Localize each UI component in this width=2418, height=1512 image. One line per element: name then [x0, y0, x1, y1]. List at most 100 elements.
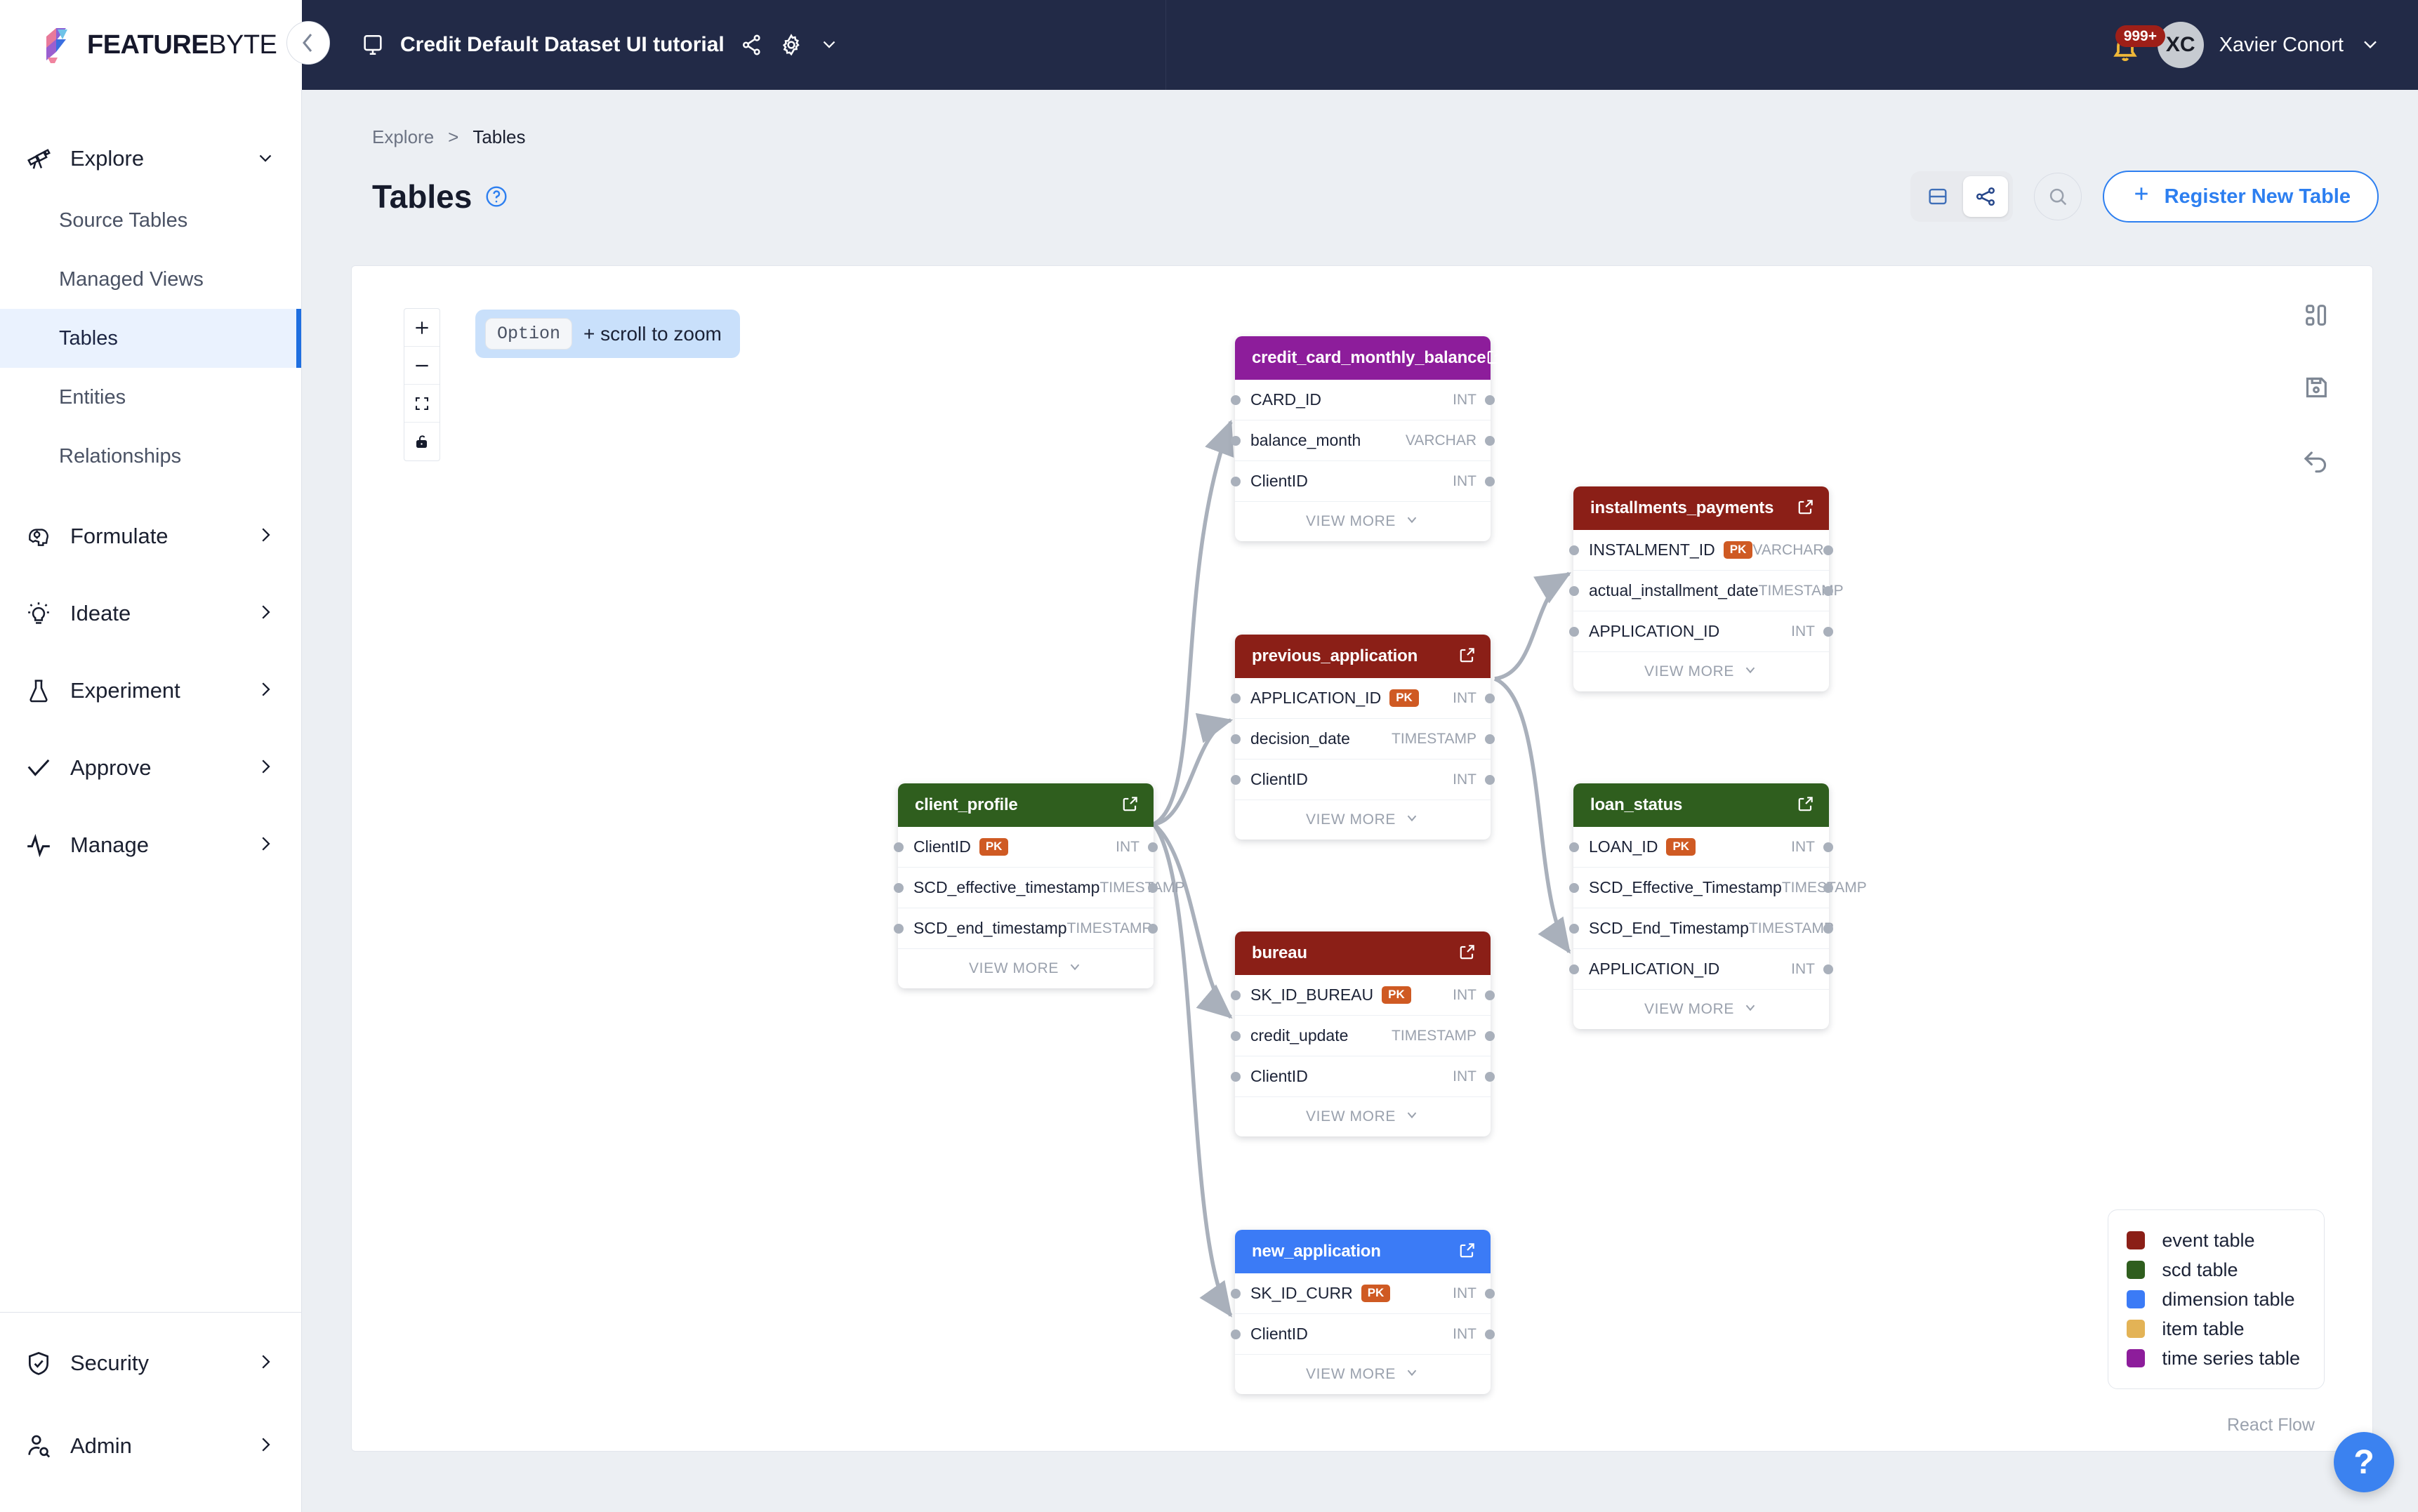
field-row[interactable]: SCD_Effective_Timestamp TIMESTAMP — [1569, 868, 1867, 908]
sidebar-item-tables[interactable]: Tables — [0, 309, 301, 368]
chevron-down-icon[interactable] — [819, 33, 843, 57]
view-more-button[interactable]: VIEW MORE — [1235, 1355, 1491, 1394]
sidebar-group-explore[interactable]: Explore — [0, 126, 301, 191]
fit-view-button[interactable] — [404, 385, 440, 423]
field-name: LOAN_ID — [1589, 837, 1658, 856]
field-name: SCD_End_Timestamp — [1589, 919, 1749, 937]
open-external-icon[interactable] — [1797, 795, 1815, 816]
field-row[interactable]: ClientID INT — [1231, 1056, 1495, 1097]
open-external-icon[interactable] — [1458, 1241, 1476, 1263]
field-row[interactable]: ClientID INT — [1231, 461, 1495, 502]
sidebar-group-ideate[interactable]: Ideate — [0, 581, 301, 646]
field-row[interactable]: decision_date TIMESTAMP — [1231, 719, 1495, 760]
help-fab-button[interactable]: ? — [2334, 1432, 2394, 1492]
legend-swatch-event-table — [2127, 1231, 2146, 1249]
view-more-button[interactable]: VIEW MORE — [1235, 1097, 1491, 1136]
share-icon[interactable] — [740, 33, 764, 57]
gear-icon[interactable] — [779, 33, 803, 57]
sidebar-nav: Explore Source Tables Managed Views Tabl… — [0, 90, 301, 877]
sidebar-group-manage[interactable]: Manage — [0, 813, 301, 877]
open-external-icon[interactable] — [1121, 795, 1139, 816]
sidebar-group-approve[interactable]: Approve — [0, 736, 301, 800]
sidebar-item-security[interactable]: Security — [0, 1331, 301, 1395]
search-icon[interactable] — [2033, 173, 2082, 220]
table-node-installments-payments[interactable]: installments_payments INSTALMENT_ID PK V… — [1569, 486, 1844, 691]
chevron-down-icon — [1404, 512, 1420, 531]
top-bar: FEATUREBYTE Credit Default Dataset UI tu… — [0, 0, 2418, 90]
undo-icon[interactable] — [2302, 446, 2330, 477]
react-flow-attribution[interactable]: React Flow — [2226, 1415, 2315, 1435]
table-view-icon[interactable] — [1915, 176, 1960, 217]
sidebar-group-label: Formulate — [70, 524, 169, 548]
sidebar-collapse-button[interactable] — [286, 21, 330, 65]
graph-canvas[interactable]: Option + scroll to zoom — [351, 265, 2373, 1452]
field-name: INSTALMENT_ID — [1589, 541, 1715, 559]
page-header-row: Tables — [330, 171, 2390, 223]
field-type: TIMESTAMP — [1392, 730, 1476, 747]
layout-icon[interactable] — [2302, 301, 2330, 333]
view-more-button[interactable]: VIEW MORE — [898, 949, 1154, 988]
view-more-button[interactable]: VIEW MORE — [1573, 652, 1829, 691]
field-row[interactable]: SK_ID_CURR PK INT — [1231, 1273, 1495, 1314]
sidebar-item-relationships[interactable]: Relationships — [0, 427, 301, 486]
zoom-in-button[interactable] — [404, 309, 440, 347]
sidebar-item-source-tables[interactable]: Source Tables — [0, 191, 301, 250]
view-more-button[interactable]: VIEW MORE — [1573, 990, 1829, 1029]
lock-button[interactable] — [404, 423, 440, 460]
field-row[interactable]: credit_update TIMESTAMP — [1231, 1016, 1495, 1056]
field-row[interactable]: ClientID INT — [1231, 1314, 1495, 1355]
field-row[interactable]: CARD_ID INT — [1231, 380, 1495, 420]
field-row[interactable]: APPLICATION_ID INT — [1569, 949, 1833, 990]
table-node-bureau[interactable]: bureau SK_ID_BUREAU PK INT credit_update… — [1231, 931, 1495, 1136]
field-handle-left-icon — [894, 842, 904, 852]
sidebar-group-formulate[interactable]: Formulate — [0, 504, 301, 569]
open-external-icon[interactable] — [1458, 646, 1476, 668]
field-row[interactable]: LOAN_ID PK INT — [1569, 827, 1833, 868]
zoom-out-button[interactable] — [404, 347, 440, 385]
table-node-loan-status[interactable]: loan_status LOAN_ID PK INT SCD_Effective… — [1569, 783, 1867, 1029]
avatar[interactable]: XC — [2157, 22, 2204, 68]
field-row[interactable]: SCD_effective_timestamp TIMESTAMP — [894, 868, 1184, 908]
field-row[interactable]: APPLICATION_ID PK INT — [1231, 678, 1495, 719]
save-icon[interactable] — [2302, 373, 2330, 405]
field-row[interactable]: actual_installment_date TIMESTAMP — [1569, 571, 1844, 611]
breadcrumb-root[interactable]: Explore — [372, 126, 435, 147]
register-new-table-label: Register New Table — [2164, 185, 2351, 208]
field-row[interactable]: APPLICATION_ID INT — [1569, 611, 1833, 652]
open-external-icon[interactable] — [1486, 347, 1504, 369]
table-node-new-application[interactable]: new_application SK_ID_CURR PK INT Client… — [1231, 1230, 1495, 1394]
graph-view-icon[interactable] — [1962, 176, 2008, 217]
logo[interactable]: FEATUREBYTE — [44, 27, 277, 67]
check-icon — [25, 755, 59, 781]
field-row[interactable]: SK_ID_BUREAU PK INT — [1231, 975, 1495, 1016]
sidebar-bottom-nav: Security Admin — [0, 1312, 301, 1512]
field-row[interactable]: INSTALMENT_ID PK VARCHAR — [1569, 530, 1833, 571]
node-title: bureau — [1252, 943, 1307, 962]
sidebar-group-experiment[interactable]: Experiment — [0, 658, 301, 723]
sidebar-item-entities[interactable]: Entities — [0, 368, 301, 427]
user-menu-chevron-down-icon[interactable] — [2359, 32, 2381, 58]
open-external-icon[interactable] — [1458, 943, 1476, 964]
view-more-button[interactable]: VIEW MORE — [1235, 502, 1491, 541]
field-row[interactable]: balance_month VARCHAR — [1231, 420, 1495, 461]
notifications-button[interactable]: 999+ — [2108, 25, 2165, 63]
field-row[interactable]: ClientID INT — [1231, 760, 1495, 800]
table-node-previous-application[interactable]: previous_application APPLICATION_ID PK I… — [1231, 635, 1495, 840]
table-node-credit-card-monthly-balance[interactable]: credit_card_monthly_balance CARD_ID INT … — [1231, 336, 1502, 541]
table-node-client-profile[interactable]: client_profile ClientID PK INT SCD_effec… — [894, 783, 1184, 988]
field-handle-left-icon — [894, 882, 904, 893]
question-circle-icon[interactable] — [484, 185, 508, 208]
sidebar-item-admin[interactable]: Admin — [0, 1414, 301, 1478]
register-new-table-button[interactable]: Register New Table — [2102, 171, 2379, 223]
sidebar-group-label: Ideate — [70, 601, 131, 625]
field-row[interactable]: ClientID PK INT — [894, 827, 1158, 868]
user-search-icon — [25, 1433, 59, 1459]
field-type: INT — [1453, 689, 1476, 706]
view-more-button[interactable]: VIEW MORE — [1235, 800, 1491, 840]
field-row[interactable]: SCD_end_timestamp TIMESTAMP — [894, 908, 1158, 949]
chevron-down-icon — [255, 147, 276, 171]
field-row[interactable]: SCD_End_Timestamp TIMESTAMP — [1569, 908, 1834, 949]
field-name: ClientID — [1250, 472, 1308, 490]
sidebar-item-managed-views[interactable]: Managed Views — [0, 250, 301, 309]
open-external-icon[interactable] — [1797, 498, 1815, 519]
